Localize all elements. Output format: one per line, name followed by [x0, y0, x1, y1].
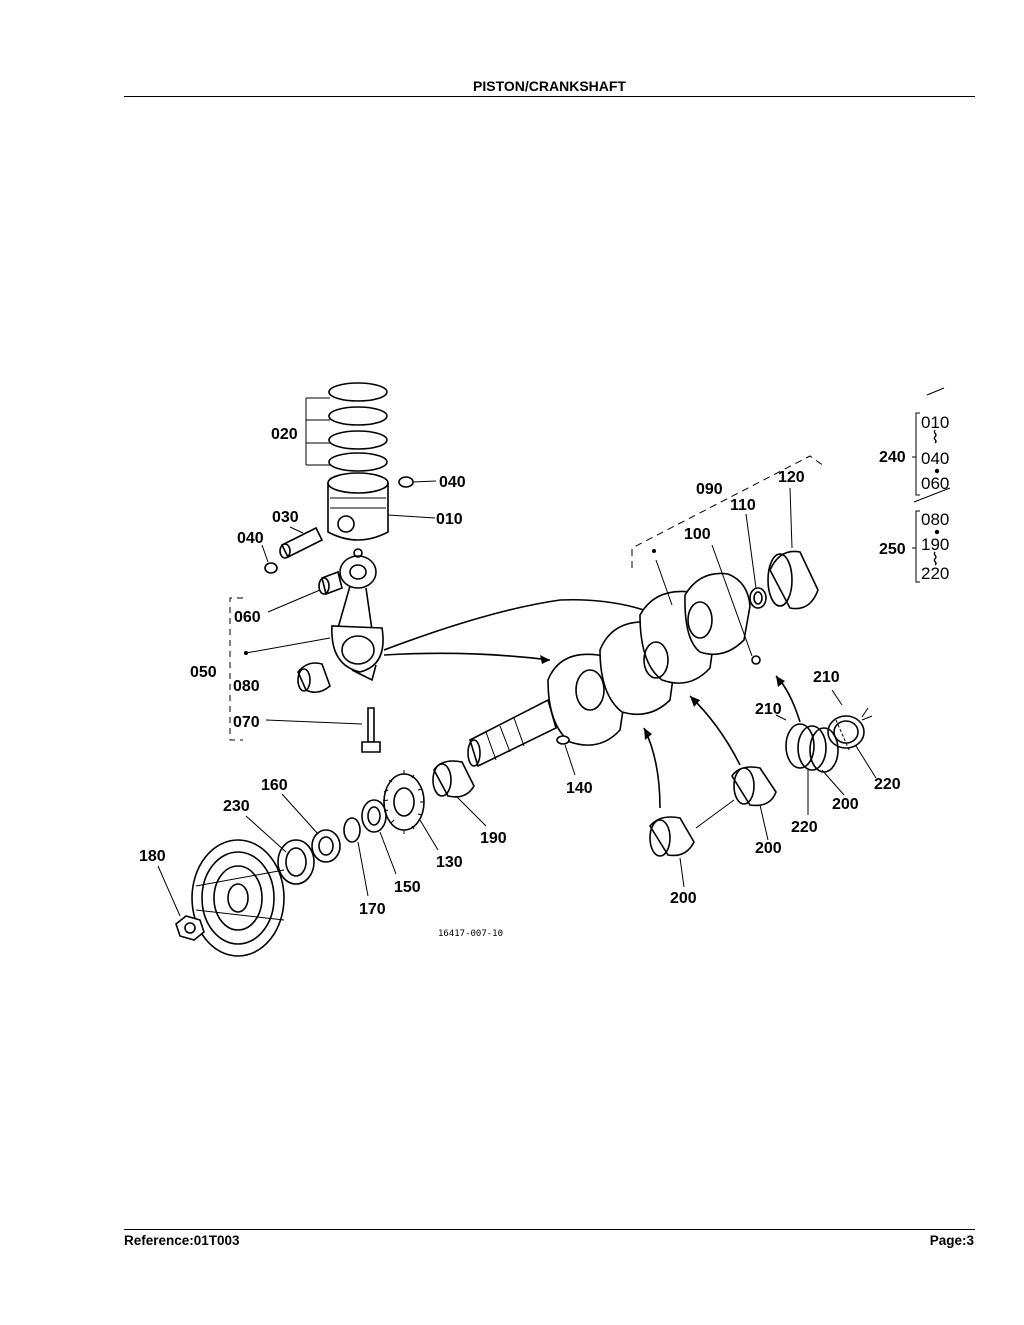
label-200-front: 200 [670, 890, 697, 907]
crank-gear [382, 770, 439, 851]
piston-rings [305, 382, 388, 472]
label-100: 100 [684, 526, 711, 543]
circlip-right [398, 476, 437, 488]
page-title: PISTON/CRANKSHAFT [473, 78, 626, 94]
legend-240-item-2: 040 [921, 449, 949, 468]
circlip-left [261, 544, 278, 574]
thrust-washer [827, 715, 873, 749]
kit-legend-240: 240 010 ⌇ 040 060 [879, 387, 949, 496]
footer-rule [124, 1229, 975, 1230]
label-030: 030 [272, 509, 299, 526]
label-040-left: 040 [237, 530, 264, 547]
label-050: 050 [190, 664, 217, 681]
crank-collar [361, 799, 397, 875]
conrod-bolt [265, 707, 381, 753]
label-060: 060 [234, 609, 261, 626]
label-210-top: 210 [813, 669, 840, 686]
legend-250-dot [934, 529, 940, 535]
crank-pulley [191, 839, 285, 957]
legend-240-item-3: 060 [921, 474, 949, 493]
label-140: 140 [566, 780, 593, 797]
label-040-right: 040 [439, 474, 466, 491]
label-110: 110 [730, 497, 756, 514]
drawing-number: 16417-007-10 [438, 929, 503, 939]
legend-250-item-2: 190 [921, 535, 949, 554]
label-070: 070 [233, 714, 260, 731]
footer-page-number: Page:3 [929, 1233, 974, 1248]
label-160: 160 [261, 777, 288, 794]
legend-240-tilde-1: ⌇ [931, 428, 939, 447]
legend-240-dot [934, 468, 940, 474]
legend-250-item-3: 220 [921, 564, 949, 583]
label-020: 020 [271, 426, 298, 443]
crank-gear-ring [767, 487, 819, 610]
kit-legend-250: 250 080 190 ⌇ 220 [879, 510, 949, 583]
label-080: 080 [233, 678, 260, 695]
legend-250-label: 250 [879, 541, 906, 558]
label-170: 170 [359, 901, 386, 918]
label-210-mid: 210 [755, 701, 782, 718]
legend-240-item-1: 010 [921, 413, 949, 432]
label-200-right: 200 [832, 796, 859, 813]
main-bearing-rear [785, 723, 839, 773]
crank-bushing [745, 513, 767, 609]
small-end-bushing [267, 570, 343, 613]
o-ring [343, 817, 369, 897]
label-120: 120 [778, 469, 805, 486]
crank-sleeve [432, 760, 487, 827]
footer-reference: Reference:01T003 [124, 1233, 240, 1248]
label-190: 190 [480, 830, 507, 847]
piston [327, 472, 436, 541]
label-230: 230 [223, 798, 250, 815]
connecting-rod [244, 548, 384, 682]
main-bearing-mid [731, 766, 777, 841]
label-150: 150 [394, 879, 421, 896]
label-200-mid: 200 [755, 840, 782, 857]
label-130: 130 [436, 854, 463, 871]
piston-pin [279, 526, 324, 559]
label-010: 010 [436, 511, 463, 528]
main-bearing-front [649, 816, 695, 888]
label-220-mid: 220 [791, 819, 818, 836]
conrod-bearing [297, 662, 331, 694]
crankshaft [467, 559, 751, 768]
pulley-nut [157, 865, 205, 941]
legend-250-tilde: ⌇ [931, 550, 939, 569]
crankshaft-key [556, 735, 576, 776]
label-220-right: 220 [874, 776, 901, 793]
label-180: 180 [139, 848, 166, 865]
crank-spacer [281, 793, 341, 863]
header-rule [124, 96, 975, 97]
label-090: 090 [696, 481, 723, 498]
legend-250-item-1: 080 [921, 510, 949, 529]
legend-240-label: 240 [879, 449, 906, 466]
oil-seal [245, 815, 315, 885]
